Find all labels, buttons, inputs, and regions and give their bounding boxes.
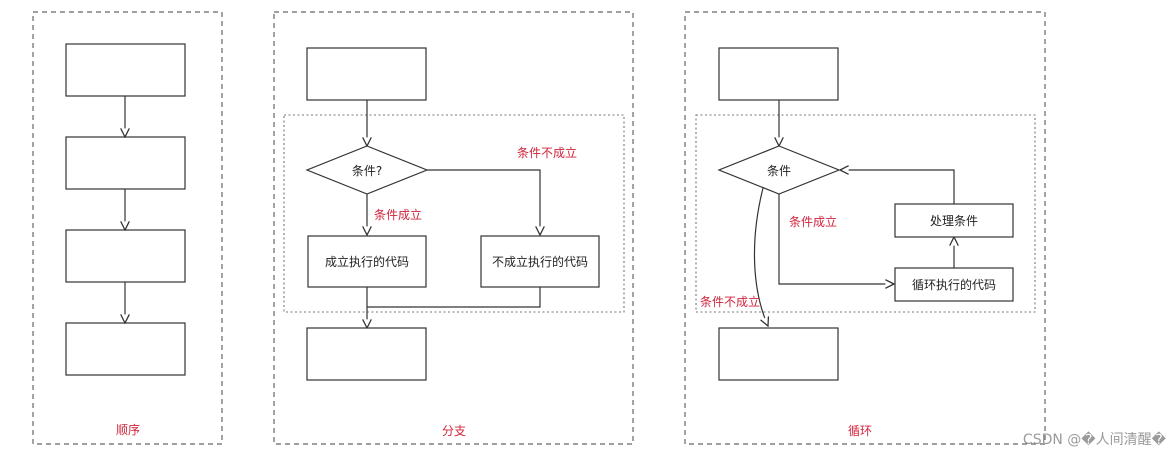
loop-frame [684, 11, 1046, 445]
branch-group-outline [283, 114, 625, 313]
branch-merge-line [367, 287, 541, 308]
sequence-step-2 [65, 136, 186, 190]
watermark-text: CSDN @�人间清醒� [1023, 431, 1167, 448]
sequence-panel: 顺序 [32, 11, 223, 445]
loop-panel: 条件 条件成立 循环执行的代码 处理条件 条件不成立 循环 [684, 11, 1046, 445]
loop-process-box-label: 处理条件 [930, 214, 978, 228]
sequence-step-4 [65, 322, 186, 376]
loop-group-outline [695, 114, 1036, 313]
branch-true-label: 条件成立 [374, 207, 422, 222]
branch-false-label: 条件不成立 [517, 145, 577, 160]
sequence-step-1 [65, 43, 186, 97]
branch-false-box [480, 235, 600, 288]
loop-true-label: 条件成立 [789, 214, 837, 229]
loop-start-box [718, 47, 839, 101]
loop-end-box [718, 327, 839, 381]
branch-title: 分支 [442, 424, 466, 438]
loop-back-arrow [840, 170, 955, 204]
branch-false-box-label: 不成立执行的代码 [492, 254, 588, 269]
loop-body-box-label: 循环执行的代码 [912, 277, 996, 292]
branch-start-box [306, 47, 427, 101]
sequence-title: 顺序 [116, 422, 140, 437]
loop-exit-arrow [753, 187, 768, 326]
sequence-step-3 [65, 229, 186, 283]
branch-false-arrow [427, 169, 540, 235]
loop-condition-label: 条件 [767, 164, 791, 178]
sequence-frame [32, 11, 223, 445]
branch-end-box [306, 327, 427, 381]
branch-condition-label: 条件? [352, 164, 382, 178]
loop-title: 循环 [848, 424, 872, 438]
branch-true-box-label: 成立执行的代码 [325, 254, 409, 269]
loop-true-arrow [778, 194, 894, 284]
loop-process-box [894, 203, 1014, 238]
loop-false-label: 条件不成立 [700, 294, 760, 309]
branch-panel: 条件? 条件成立 条件不成立 成立执行的代码 不成立执行的代码 分支 [273, 11, 634, 445]
